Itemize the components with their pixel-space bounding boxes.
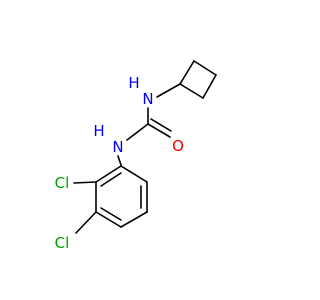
bond-cyclobutyl-4	[179, 83, 204, 99]
atom-cl-2: Cl	[55, 234, 70, 252]
atom-h-lower: H	[93, 122, 104, 140]
bond-aryl-3	[120, 211, 148, 228]
bond-c-cl-1	[73, 181, 97, 184]
bond-c-cl-2	[75, 211, 97, 234]
bond-cyclobutyl-1	[179, 60, 195, 85]
atom-h-upper: H	[128, 74, 139, 92]
bond-carbonyl-o-a	[147, 123, 171, 138]
atom-o: O	[172, 137, 184, 155]
bond-aryl-double-3	[100, 172, 122, 187]
bond-aryl-1	[120, 165, 148, 183]
bond-c-n-upper	[156, 83, 181, 98]
bond-cyclobutyl-2	[193, 60, 217, 76]
atom-n-upper: N	[142, 90, 153, 108]
bond-n-lower-aryl	[117, 155, 122, 166]
atom-cl-1: Cl	[55, 174, 70, 192]
bond-aryl-double-2	[100, 207, 122, 221]
atom-labels: N H N H O Cl Cl	[55, 74, 184, 252]
atom-n-lower: N	[112, 138, 123, 156]
bond-lines	[73, 60, 217, 234]
bond-cyclobutyl-3	[202, 74, 217, 99]
bond-aryl-6	[95, 165, 122, 183]
bond-aryl-4	[95, 211, 122, 228]
molecule-structure: N H N H O Cl Cl	[55, 60, 217, 252]
bond-carbonyl-o-b	[150, 118, 172, 132]
bond-carbonyl-n-lower	[126, 123, 149, 141]
